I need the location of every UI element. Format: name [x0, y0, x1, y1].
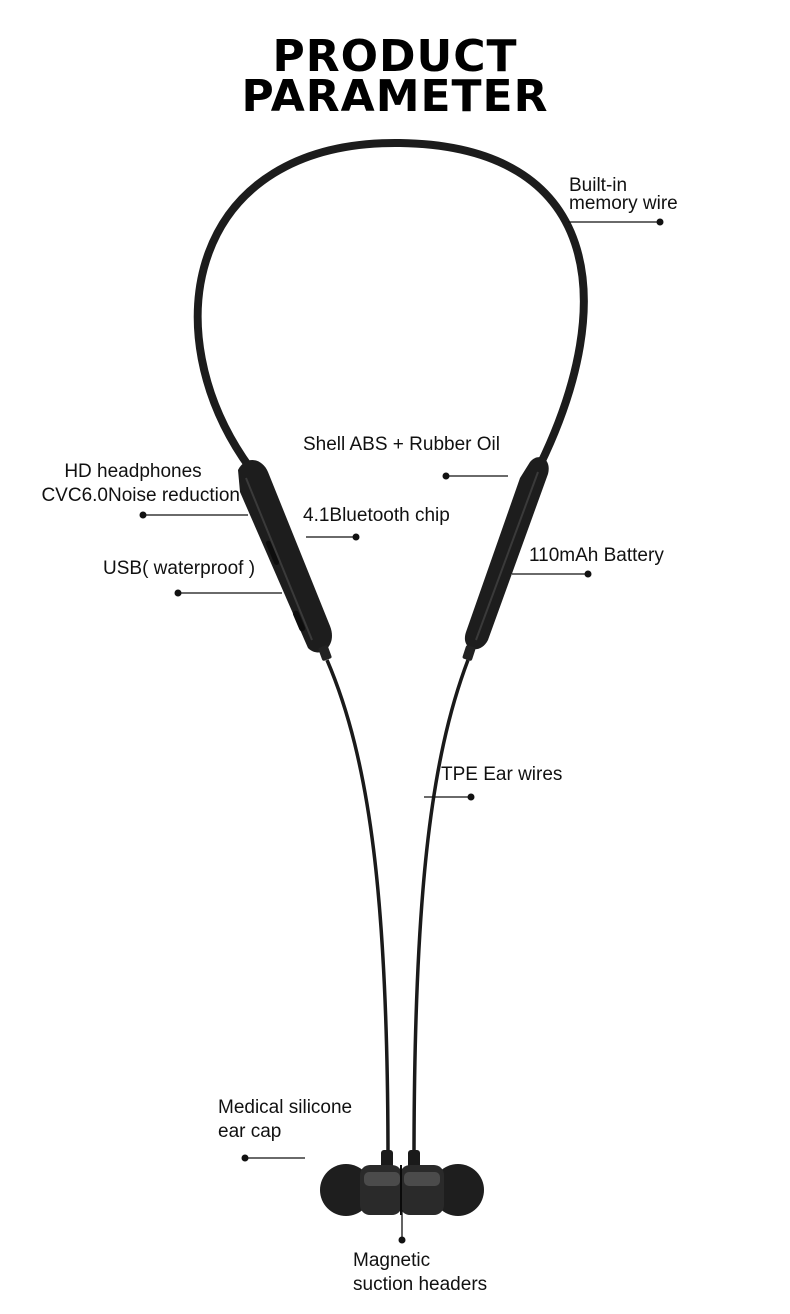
callout-silicone-line1: Medical silicone — [218, 1097, 353, 1118]
callout-shell: Shell ABS + Rubber Oil — [303, 434, 500, 455]
callout-memory-wire-line2: memory wire — [569, 193, 678, 214]
neckband-wire — [193, 138, 588, 472]
callout-memory-wire-line1: Built-in — [569, 175, 628, 196]
title-line-1: PRODUCT — [272, 31, 518, 82]
callout-hd-line2: CVC6.0Noise reduction — [41, 485, 240, 506]
left-ear-wire — [325, 659, 390, 1161]
earbuds — [320, 1150, 484, 1216]
callout-hd-headphones: HD headphones CVC6.0Noise reduction — [26, 460, 240, 508]
callout-silicone-line2: ear cap — [218, 1121, 282, 1142]
right-ear-wire — [412, 659, 470, 1161]
callout-bluetooth-chip: 4.1Bluetooth chip — [303, 505, 450, 526]
right-housing — [464, 457, 549, 650]
left-housing — [238, 460, 332, 653]
callout-magnetic: Magnetic suction headers — [353, 1249, 487, 1297]
callout-ear-wires: TPE Ear wires — [441, 764, 563, 785]
callout-magnetic-line1: Magnetic — [353, 1250, 431, 1271]
title-line-2: PARAMETER — [241, 71, 549, 122]
callout-memory-wire: Built-in memory wire — [569, 175, 678, 214]
callout-usb: USB( waterproof ) — [103, 558, 256, 579]
callout-silicone: Medical silicone ear cap — [218, 1096, 352, 1144]
callout-battery: 110mAh Battery — [529, 545, 664, 566]
callout-hd-line1: HD headphones — [64, 461, 202, 482]
callout-magnetic-line2: suction headers — [353, 1274, 488, 1295]
